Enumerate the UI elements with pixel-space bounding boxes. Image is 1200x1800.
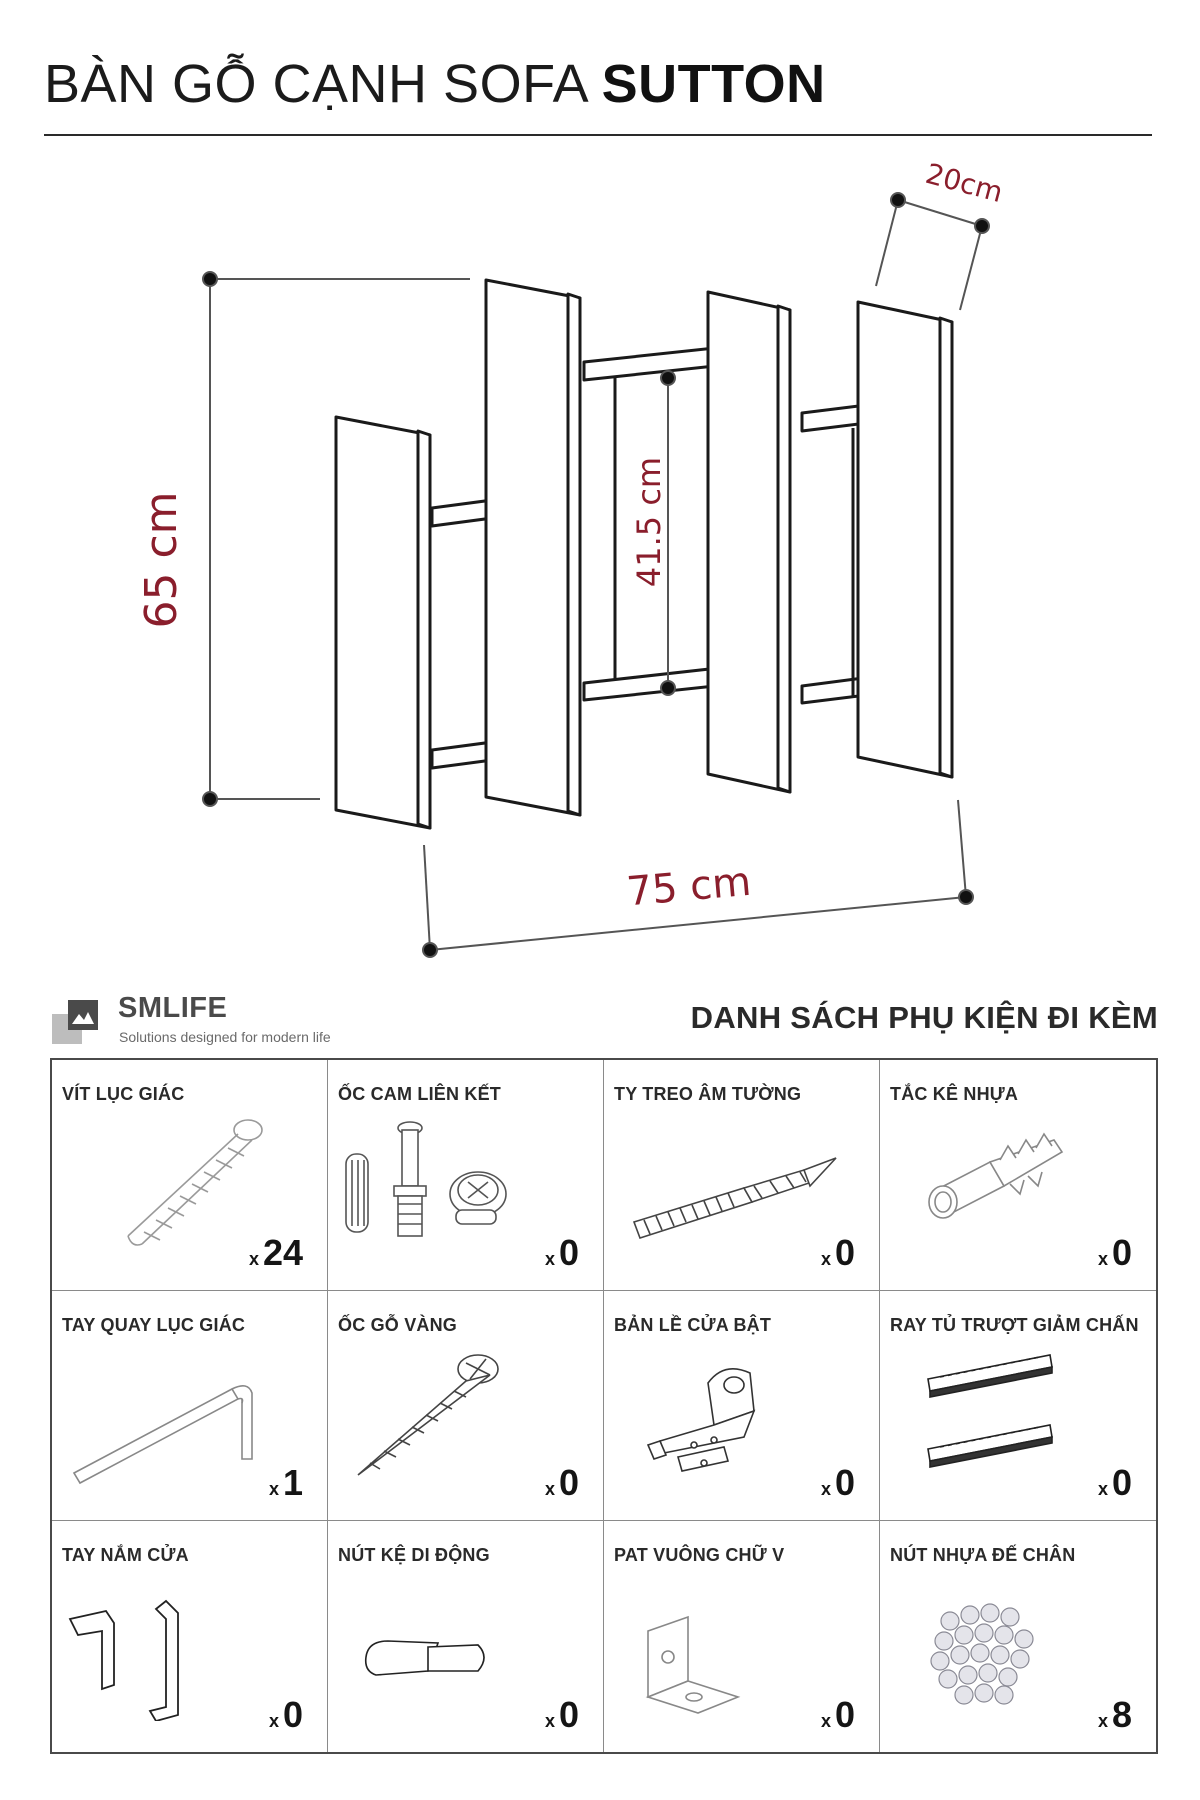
- cam-lock-icon: [345, 1121, 507, 1237]
- accessory-label: TẮC KÊ NHỰA: [890, 1084, 1019, 1104]
- depth-label: 20cm: [922, 157, 1006, 209]
- inner-height-label: 41.5 cm: [630, 457, 668, 587]
- brand-logo-icon: [52, 1000, 98, 1044]
- width-label: 75 cm: [625, 859, 753, 916]
- plastic-feet-icon: [930, 1603, 1034, 1705]
- page-title-bold: SUTTON: [601, 54, 826, 114]
- shelf-dimension-diagram: 20cm 65 cm 41.5 cm 75 cm: [136, 157, 1006, 958]
- accessory-label: PAT VUÔNG CHỮ V: [614, 1545, 785, 1566]
- accessory-label: TAY NẮM CỬA: [62, 1545, 189, 1566]
- side-panels: [334, 278, 954, 830]
- accessories-title: DANH SÁCH PHỤ KIỆN ĐI KÈM: [690, 1000, 1158, 1035]
- wood-screw-icon: [357, 1353, 499, 1476]
- drawer-slide-icon: [927, 1353, 1053, 1468]
- accessory-label: NÚT KỆ DI ĐỘNG: [338, 1545, 490, 1566]
- accessory-label: NÚT NHỰA ĐẾ CHÂN: [890, 1545, 1076, 1566]
- accessory-label: TY TREO ÂM TƯỜNG: [614, 1084, 802, 1104]
- hex-key-icon: [72, 1384, 253, 1484]
- wall-anchor-bolt-icon: [632, 1157, 837, 1239]
- accessory-label: ỐC GỖ VÀNG: [338, 1314, 458, 1335]
- page-title-light: BÀN GỖ CẠNH SOFA: [44, 54, 602, 114]
- hex-screw-icon: [127, 1119, 263, 1246]
- plastic-anchor-icon: [928, 1132, 1064, 1219]
- shelf-pin-icon: [364, 1640, 485, 1677]
- accessory-label: VÍT LỤC GIÁC: [62, 1084, 185, 1104]
- height-label: 65 cm: [136, 491, 187, 628]
- accessory-label: BẢN LỀ CỬA BẬT: [614, 1314, 772, 1335]
- brand-name: SMLIFE: [118, 992, 228, 1024]
- cabinet-hinge-icon: [646, 1367, 756, 1472]
- accessory-label: TAY QUAY LỤC GIÁC: [62, 1314, 246, 1335]
- title-divider: [44, 134, 1152, 136]
- brand-block: SMLIFE Solutions designed for modern lif…: [52, 992, 412, 1048]
- door-handle-icon: [68, 1600, 179, 1722]
- accessory-label: RAY TỦ TRƯỢT GIẢM CHẤN: [890, 1314, 1139, 1335]
- page-title: BÀN GỖ CẠNH SOFA SUTTON: [44, 54, 826, 114]
- angle-bracket-icon: [645, 1616, 741, 1715]
- accessory-label: ỐC CAM LIÊN KẾT: [338, 1084, 501, 1104]
- brand-tagline: Solutions designed for modern life: [119, 1029, 331, 1045]
